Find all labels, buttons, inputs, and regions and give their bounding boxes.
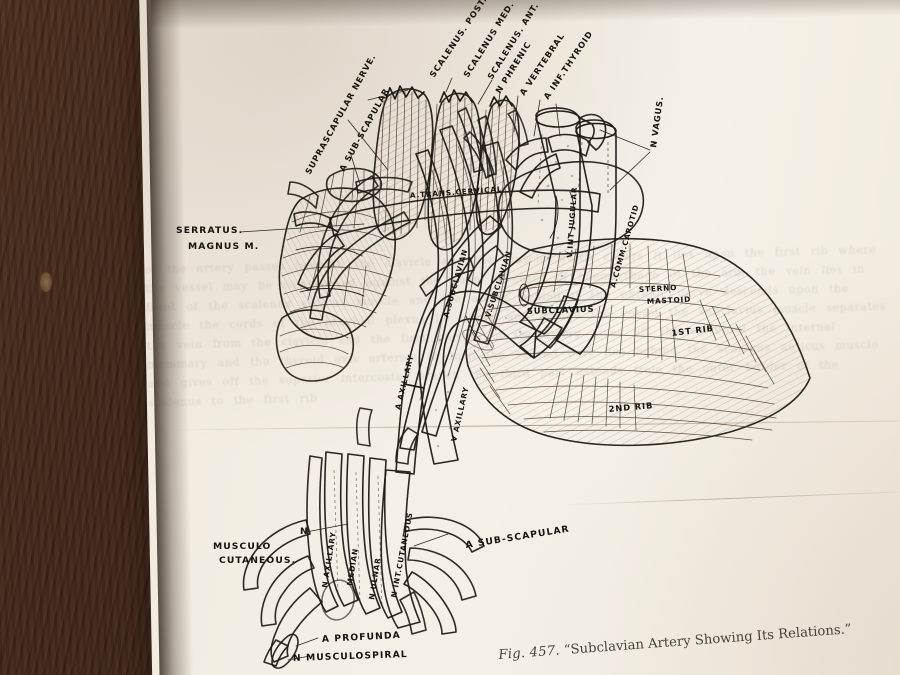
- label-n-musculospiral: N MUSCULOSPIRAL: [293, 649, 408, 664]
- label-n-ulnar: N ULNAR: [367, 557, 383, 601]
- label-second-rib: 2ND RIB: [608, 400, 653, 414]
- label-leader-lines: [239, 77, 651, 661]
- common-carotid-artery: [555, 119, 617, 355]
- label-a-profunda: A PROFUNDA: [322, 630, 402, 645]
- label-musculocutaneous-prefix: N: [300, 526, 309, 537]
- scalene-muscle-group: [372, 85, 520, 251]
- label-n-vagus: N VAGUS.: [648, 95, 665, 148]
- subclavius-muscle: [518, 281, 607, 309]
- omohyoid-muscle-band: [325, 167, 413, 203]
- label-a-subclavian: A.SUBCLAVIAN: [441, 248, 469, 319]
- label-a-inf-thyroid: A INF.THYROID: [541, 29, 594, 101]
- internal-jugular-vein: [519, 107, 581, 335]
- label-a-sub-scapular-bottom: A SUB-SCAPULAR: [465, 524, 571, 551]
- label-a-axillary: A AXILLARY: [393, 354, 415, 411]
- label-subclavius: SUBCLAVIUS: [527, 304, 595, 316]
- label-scalenus-post: SCALENUS. POST.: [427, 0, 489, 79]
- label-musculocutaneous-line1: MUSCULO: [213, 541, 271, 552]
- arterial-network: [287, 109, 645, 475]
- arm-neurovascular-bundle: [242, 407, 485, 669]
- lower-left-muscle-lobe: [275, 309, 355, 382]
- label-sterno-mastoid-line2: MASTOID: [647, 295, 692, 306]
- label-n-median: MEDIAN: [345, 547, 360, 586]
- label-n-int-cutaneous: N INT.CUTANEOUS: [389, 511, 414, 598]
- label-serratus-line1: SERRATUS.: [176, 225, 243, 236]
- label-serratus-line2: MAGNUS M.: [188, 241, 259, 252]
- label-sterno-mastoid-line1: STERNO: [639, 283, 678, 294]
- label-musculocutaneous-line2: CUTANEOUS.: [219, 555, 296, 566]
- pectoral-muscle-mass: [465, 237, 811, 447]
- label-v-axillary: V AXILLARY: [449, 386, 470, 443]
- paper-stain: [40, 272, 52, 292]
- subclavian-axillary-vein: [418, 290, 563, 465]
- serratus-magnus-muscle: [278, 187, 396, 340]
